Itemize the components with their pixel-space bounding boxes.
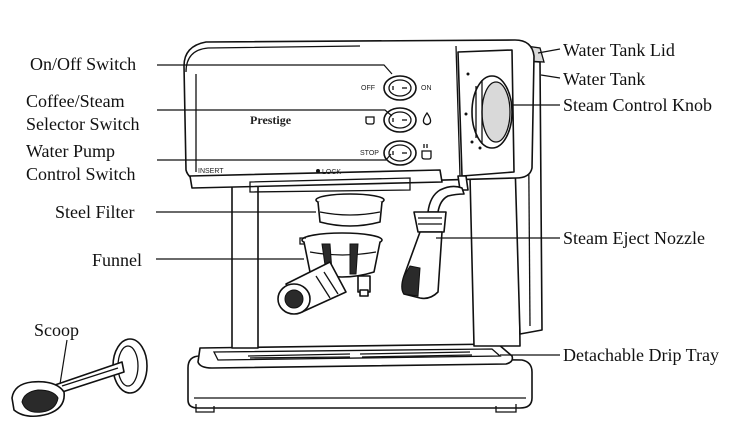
leader-lines (59, 48, 561, 385)
label-steam-control-knob: Steam Control Knob (563, 95, 712, 115)
steam-control-knob[interactable] (464, 72, 513, 150)
label-steel-filter: Steel Filter (55, 202, 135, 222)
on-marking: ON (421, 85, 432, 92)
coffee-steam-selector-switch[interactable] (365, 107, 432, 133)
label-water-tank: Water Tank (563, 69, 645, 89)
steam-drop-icon (422, 111, 432, 126)
off-marking: OFF (361, 85, 375, 92)
label-scoop: Scoop (34, 320, 79, 340)
cup-icon (365, 116, 375, 125)
callout-labels: On/Off Switch Coffee/Steam Selector Swit… (26, 40, 719, 365)
label-detachable-drip-tray: Detachable Drip Tray (563, 345, 719, 365)
label-water-pump-line1: Water Pump (26, 141, 115, 161)
on-off-switch[interactable]: OFF ON (361, 75, 432, 101)
label-coffee-steam-line1: Coffee/Steam (26, 91, 125, 111)
lock-marking: LOCK (322, 169, 341, 176)
brand-logo: Prestige (250, 113, 292, 127)
machine-body: Prestige INSERT LOCK OFF ON STOP (183, 39, 545, 413)
label-coffee-steam-line2: Selector Switch (26, 114, 139, 134)
insert-marking: INSERT (198, 168, 224, 175)
label-steam-eject-nozzle: Steam Eject Nozzle (563, 228, 705, 248)
funnel (277, 232, 383, 315)
drip-tray (197, 343, 514, 369)
label-funnel: Funnel (92, 250, 142, 270)
water-pump-control-switch[interactable]: STOP (360, 140, 432, 166)
label-on-off-switch: On/Off Switch (30, 54, 136, 74)
label-water-tank-lid: Water Tank Lid (563, 40, 675, 60)
scoop (11, 338, 148, 418)
stop-marking: STOP (360, 150, 379, 157)
label-water-pump-line2: Control Switch (26, 164, 136, 184)
steam-eject-nozzle (401, 175, 469, 300)
coffee-cup-icon (421, 150, 432, 160)
steel-filter (315, 193, 385, 227)
